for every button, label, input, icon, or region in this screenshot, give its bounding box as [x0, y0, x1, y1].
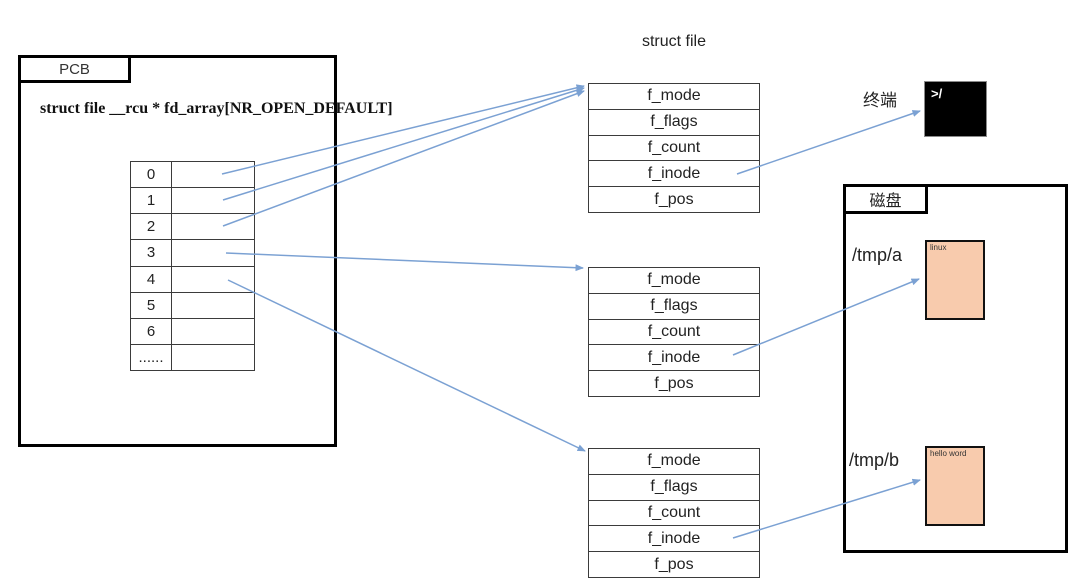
- struct-field-row: f_mode: [647, 87, 701, 105]
- struct-field-row: f_flags: [589, 473, 759, 500]
- struct-field-row: f_pos: [589, 186, 759, 212]
- struct-file-table-1: f_mode f_flags f_count f_inode f_pos: [588, 83, 760, 213]
- fd-row: 1: [131, 187, 254, 214]
- fd-pointer-cell: [172, 240, 254, 265]
- struct-field-row: f_mode: [647, 271, 701, 289]
- struct-file-table-3: f_mode f_flags f_count f_inode f_pos: [588, 448, 760, 578]
- fd-row: 6: [131, 317, 254, 344]
- struct-field-row: f_inode: [589, 344, 759, 370]
- struct-file-table-2: f_mode f_flags f_count f_inode f_pos: [588, 267, 760, 397]
- disk-tab-label: 磁盘: [869, 193, 902, 210]
- file-b-content: hello word: [930, 449, 967, 458]
- fd-pointer-cell: [172, 267, 254, 292]
- fd-pointer-cell: [172, 214, 254, 239]
- struct-field-row: f_flags: [589, 292, 759, 319]
- pcb-tab: PCB: [18, 55, 131, 83]
- fd-row: ......: [131, 343, 254, 370]
- arrow-struct-file-1-f_inode-to-terminal-box: [736, 110, 921, 175]
- fd-index-cell: 3: [131, 240, 172, 266]
- struct-field-row: f_count: [589, 499, 759, 526]
- fd-row: 5: [131, 291, 254, 318]
- fd-index-cell: 0: [131, 162, 172, 188]
- pcb-tab-label: PCB: [59, 60, 90, 78]
- fd-index-cell: 6: [131, 318, 172, 344]
- fd-row: 2: [131, 213, 254, 240]
- file-a-content: linux: [930, 243, 947, 252]
- fd-pointer-cell: [172, 162, 254, 187]
- fd-index-cell: 5: [131, 292, 172, 318]
- fd-pointer-cell: [172, 345, 254, 370]
- fd-index-cell: 4: [131, 266, 172, 292]
- terminal-box: >/: [924, 81, 987, 137]
- file-b-path-label: /tmp/b: [849, 450, 900, 470]
- fd-array-table: 0 1 2 3 4 5 6 ......: [130, 161, 255, 371]
- terminal-label: 终端: [863, 91, 897, 110]
- fd-row: 0: [131, 162, 254, 188]
- terminal-prompt: >/: [931, 86, 943, 101]
- struct-field-row: f_flags: [589, 108, 759, 135]
- fd-pointer-cell: [172, 293, 254, 318]
- fd-pointer-cell: [172, 319, 254, 344]
- file-a-box: linux: [925, 240, 985, 320]
- struct-field-row: f_count: [589, 134, 759, 161]
- fd-index-cell: 2: [131, 214, 172, 240]
- struct-field-row: f_inode: [589, 160, 759, 186]
- fd-index-cell: ......: [131, 344, 172, 370]
- file-a-path-label: /tmp/a: [852, 245, 903, 265]
- struct-field-row: f_count: [589, 318, 759, 345]
- fd-pointer-cell: [172, 188, 254, 213]
- struct-field-row: f_inode: [589, 525, 759, 551]
- file-b-box: hello word: [925, 446, 985, 526]
- fd-array-declaration: struct file __rcu * fd_array[NR_OPEN_DEF…: [40, 100, 393, 117]
- struct-field-row: f_pos: [589, 370, 759, 396]
- struct-field-row: f_mode: [647, 452, 701, 470]
- struct-file-title: struct file: [641, 33, 706, 50]
- disk-tab: 磁盘: [843, 184, 928, 214]
- fd-index-cell: 1: [131, 188, 172, 214]
- struct-field-row: f_pos: [589, 551, 759, 577]
- fd-row: 3: [131, 239, 254, 266]
- fd-row: 4: [131, 265, 254, 292]
